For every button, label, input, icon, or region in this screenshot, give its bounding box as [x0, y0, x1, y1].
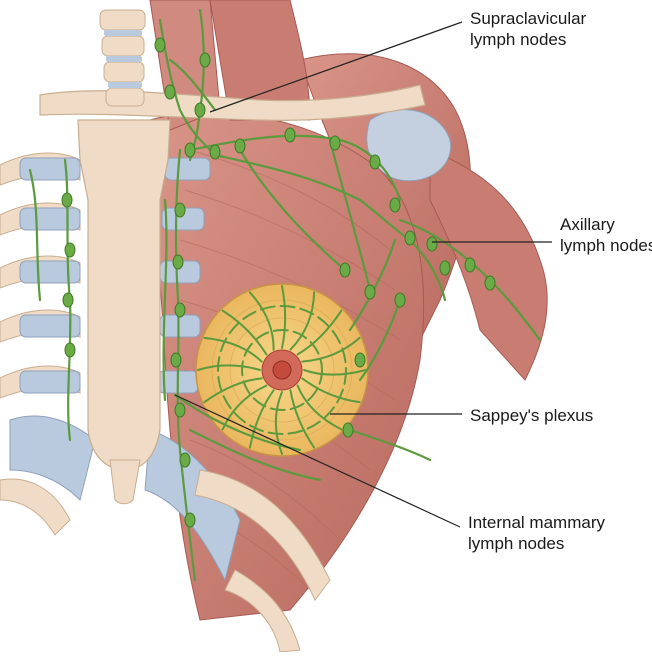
plexus-vessel: [289, 389, 316, 449]
plexus-vessel: [274, 391, 283, 455]
sappey-plexus-vessels: [197, 285, 367, 455]
lymph-node: [369, 154, 381, 170]
costal-cartilage-left: [9, 157, 96, 501]
label-sappey-line1: Sappey's plexus: [470, 406, 594, 425]
lymph-node: [184, 142, 196, 158]
lymph-node: [184, 512, 196, 528]
plexus-ring: [217, 305, 347, 435]
leader-internal-mammary: [174, 394, 461, 528]
lymph-node: [164, 84, 176, 100]
lymph-node: [364, 284, 376, 300]
lymph-node: [174, 402, 186, 418]
label-supraclavicular-line2: lymph nodes: [470, 30, 567, 49]
label-axillary-lymph-nodes: Axillary lymph nodes: [560, 214, 652, 256]
vertebral-discs: [104, 30, 142, 88]
lymph-node: [172, 254, 184, 270]
plexus-vessel: [296, 384, 343, 431]
lymph-node: [170, 352, 182, 368]
lymph-node: [199, 52, 211, 68]
cervical-vertebrae: [99, 9, 146, 107]
nipple: [272, 360, 292, 380]
label-internal-mammary-lymph-nodes: Internal mammary lymph nodes: [468, 512, 605, 554]
plexus-vessel: [281, 285, 287, 349]
leader-lines: [174, 21, 552, 528]
lymph-node: [464, 257, 476, 273]
sternum: [77, 119, 171, 471]
upper-arm: [429, 149, 548, 381]
lymph-node: [404, 230, 416, 246]
lymphatic-network: [28, 8, 542, 582]
label-supraclavicular-lymph-nodes: Supraclavicular lymph nodes: [470, 8, 586, 50]
lymph-node: [61, 192, 73, 208]
lymph-node: [484, 275, 496, 291]
lymph-node: [389, 197, 401, 213]
plexus-ring: [241, 329, 323, 411]
plexus-vessel: [197, 364, 261, 371]
lymph-node: [439, 260, 451, 276]
lymph-node: [284, 127, 296, 143]
breast-lobules: [211, 299, 353, 441]
lymph-node: [209, 144, 221, 160]
xiphoid-process: [109, 459, 141, 505]
plexus-vessel: [303, 369, 367, 376]
lymph-node: [154, 37, 166, 53]
plexus-vessel: [289, 291, 316, 351]
lymph-node: [62, 292, 74, 308]
lymph-node: [339, 262, 351, 278]
lymph-node: [394, 292, 406, 308]
leader-supraclavicular: [209, 21, 463, 113]
lymph-node: [194, 102, 206, 118]
label-sappeys-plexus: Sappey's plexus: [470, 405, 593, 426]
plexus-vessel: [301, 336, 361, 363]
plexus-vessel: [203, 377, 263, 404]
lymph-node: [354, 352, 366, 368]
label-axillary-line2: lymph nodes: [560, 236, 652, 255]
lymph-node: [329, 135, 341, 151]
lymph-node: [342, 422, 354, 438]
lymph-node: [64, 242, 76, 258]
lower-ribs-left: [0, 478, 71, 536]
plexus-vessel: [301, 377, 361, 404]
label-axillary-line1: Axillary: [560, 215, 615, 234]
plexus-vessel: [248, 389, 275, 449]
plexus-vessel: [203, 336, 263, 363]
lymph-node: [174, 302, 186, 318]
plexus-vessel: [296, 309, 343, 356]
label-internal-mammary-line1: Internal mammary: [468, 513, 605, 532]
lymph-node: [234, 138, 246, 154]
lymph-nodes: [61, 37, 496, 528]
lymph-node: [426, 236, 438, 252]
lower-ribs-right: [194, 469, 331, 653]
lymph-node: [179, 452, 191, 468]
label-supraclavicular-line1: Supraclavicular: [470, 9, 587, 28]
lymph-node: [64, 342, 76, 358]
plexus-vessel: [248, 291, 275, 351]
costal-cartilage-right: [144, 157, 241, 582]
label-internal-mammary-line2: lymph nodes: [468, 534, 565, 553]
plexus-vessel: [221, 309, 268, 356]
lymph-node: [174, 202, 186, 218]
